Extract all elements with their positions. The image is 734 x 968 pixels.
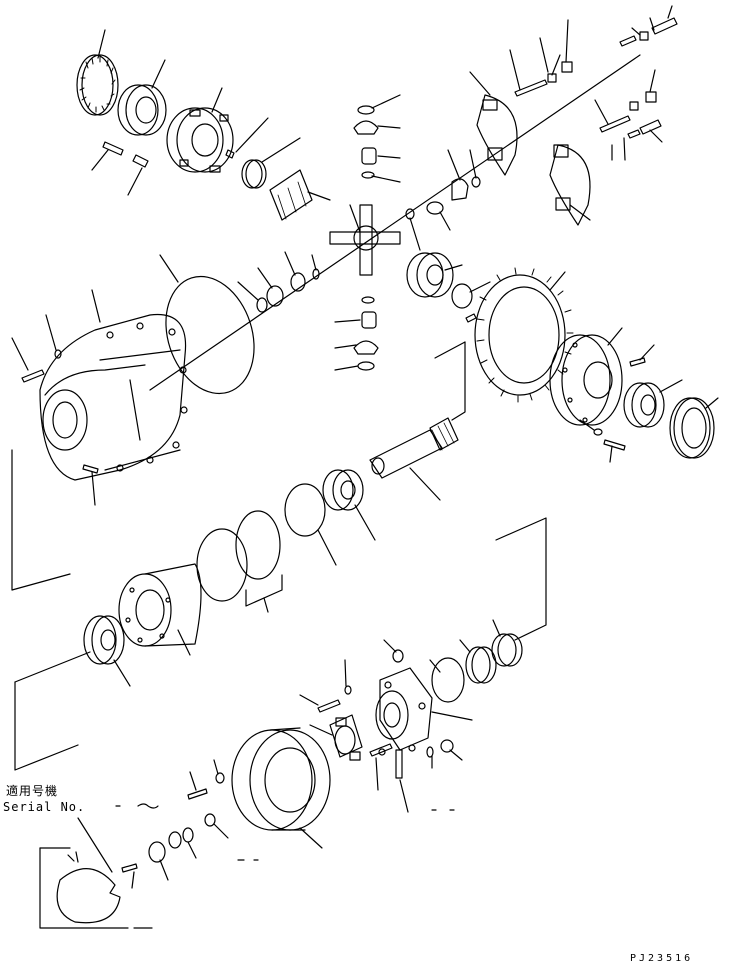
differential-case-right	[549, 327, 655, 426]
stud-bolts-top-right	[509, 19, 657, 133]
bolts-right-lower	[579, 419, 626, 463]
small-parts-right-center	[405, 149, 481, 251]
o-ring-large	[159, 254, 255, 395]
housing-bolts	[11, 314, 99, 506]
differential-housing	[39, 289, 188, 481]
ring-gear	[465, 267, 574, 403]
side-gear-left	[269, 169, 331, 221]
bearing-cap-upper	[469, 71, 518, 176]
bolts-top-right-corner	[611, 5, 678, 161]
seal-rings-right	[429, 619, 523, 703]
bearing-cap-lower	[549, 144, 591, 226]
cage-bearing	[83, 615, 131, 687]
bearing-cone-top-left	[117, 59, 167, 136]
drawing-id: PJ23516	[630, 953, 694, 964]
brake-drum	[231, 727, 331, 849]
pinion-cage	[118, 563, 202, 656]
side-gear-right	[406, 252, 491, 309]
pin-and-washer-mid-top	[225, 117, 301, 189]
bearing-cup-top-left	[76, 29, 119, 116]
spider-cross	[329, 204, 401, 276]
serial-label-en: Serial No.	[3, 800, 86, 814]
pinion-bearing	[322, 469, 376, 541]
serial-range-inset-box	[39, 817, 153, 929]
carrier-cap-top-left	[166, 87, 234, 173]
drive-pinion-shaft	[369, 341, 466, 501]
drum-bolts-left	[187, 759, 229, 839]
washers-bottom	[121, 827, 197, 889]
flange-bolts	[299, 659, 463, 813]
serial-dashes	[115, 803, 455, 861]
bolt-and-lock-top-left	[91, 141, 149, 196]
assembly-axis-line	[149, 54, 641, 391]
washers-spacers-left	[237, 251, 320, 313]
o-ring-small-mid	[284, 483, 337, 566]
pinion-gear-stack-bottom	[334, 296, 379, 371]
shims-mid	[196, 510, 283, 613]
pinion-gear-stack-top	[353, 94, 401, 183]
companion-flange	[309, 714, 363, 761]
serial-label-jp: 適用号機	[6, 784, 59, 798]
oil-seal-housing	[375, 639, 473, 756]
bearing-right	[623, 379, 719, 459]
group-bracket-lines	[11, 449, 547, 771]
